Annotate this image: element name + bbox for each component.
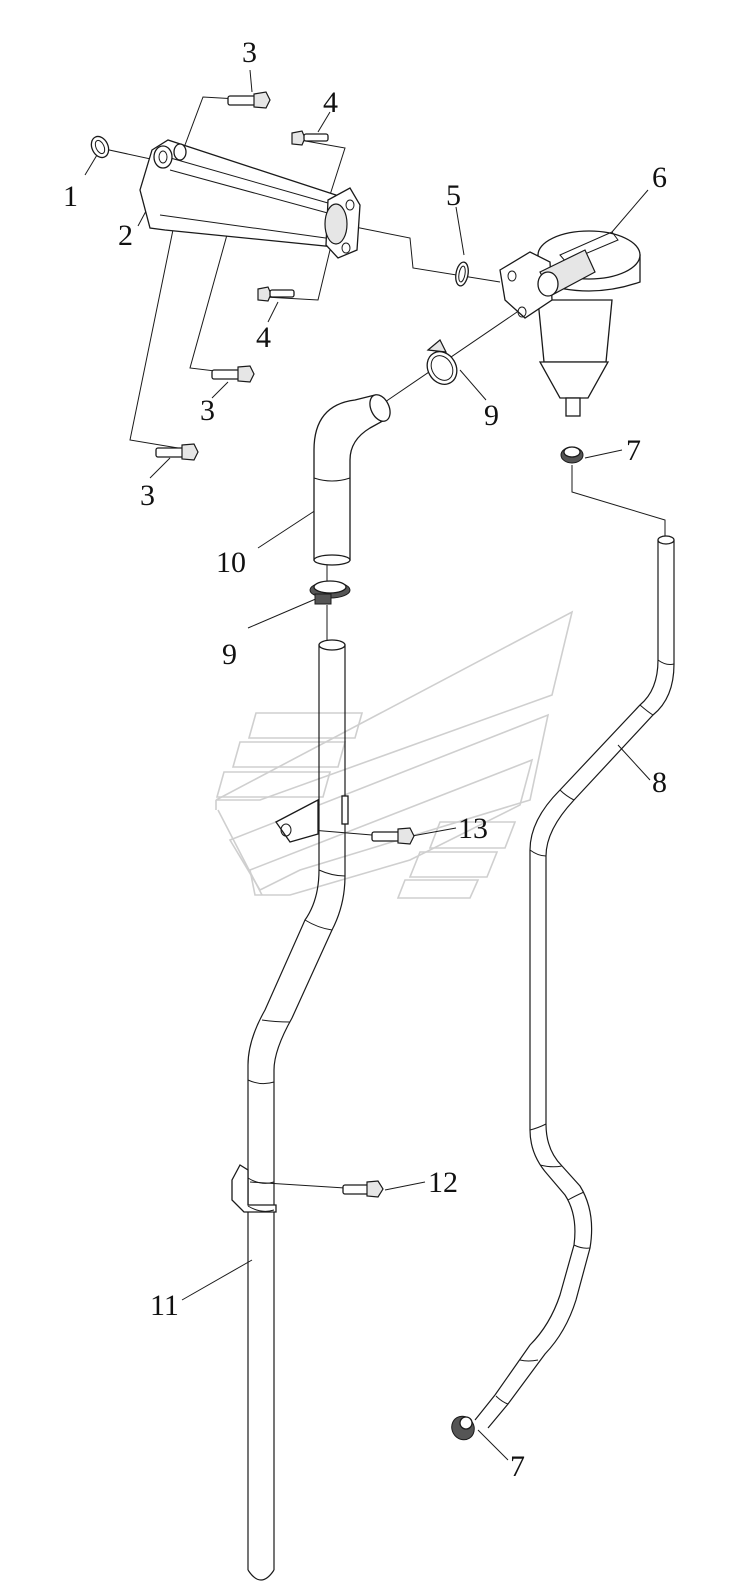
callout-2: 2 bbox=[118, 219, 133, 252]
gasket-ring bbox=[90, 135, 110, 159]
callout-3-top: 3 bbox=[242, 36, 257, 69]
hose-cap-bottom bbox=[451, 1415, 475, 1441]
callout-12: 12 bbox=[428, 1166, 458, 1199]
callout-3-bottom: 3 bbox=[140, 479, 155, 512]
callout-7-top: 7 bbox=[626, 434, 641, 467]
drain-pipe-left bbox=[231, 639, 349, 1581]
callout-9-lower: 9 bbox=[222, 638, 237, 671]
callout-1: 1 bbox=[63, 180, 78, 213]
watermark-logo bbox=[215, 610, 574, 899]
callout-3-middle: 3 bbox=[200, 394, 215, 427]
bolt-13 bbox=[371, 827, 415, 845]
callout-7-bottom: 7 bbox=[510, 1450, 525, 1483]
elbow-hose bbox=[313, 394, 391, 566]
callout-5: 5 bbox=[446, 179, 461, 212]
callout-4-lower: 4 bbox=[256, 321, 271, 354]
callout-8: 8 bbox=[652, 766, 667, 799]
callout-10: 10 bbox=[216, 546, 246, 579]
bolt-3-top bbox=[227, 91, 271, 109]
bolt-3-bottom bbox=[155, 443, 199, 461]
bolt-4-upper bbox=[291, 130, 329, 146]
callout-9-upper: 9 bbox=[484, 399, 499, 432]
hose-clamp-upper bbox=[426, 339, 458, 385]
bolt-4-lower bbox=[257, 286, 295, 302]
bolt-12 bbox=[342, 1180, 384, 1198]
hose-clamp-lower bbox=[309, 580, 351, 605]
callout-11: 11 bbox=[150, 1289, 179, 1322]
callout-labels: 1 2 3 4 5 6 4 3 9 7 3 10 9 8 13 12 11 7 bbox=[63, 36, 667, 1483]
drain-pipe-right bbox=[474, 535, 675, 1429]
callout-4-upper: 4 bbox=[323, 86, 338, 119]
o-ring bbox=[455, 261, 469, 287]
mounting-bracket bbox=[139, 139, 361, 259]
bolt-3-middle bbox=[211, 365, 255, 383]
filter-assembly bbox=[499, 230, 641, 417]
callout-13: 13 bbox=[458, 812, 488, 845]
hose-cap-top bbox=[560, 446, 584, 464]
callout-6: 6 bbox=[652, 161, 667, 194]
